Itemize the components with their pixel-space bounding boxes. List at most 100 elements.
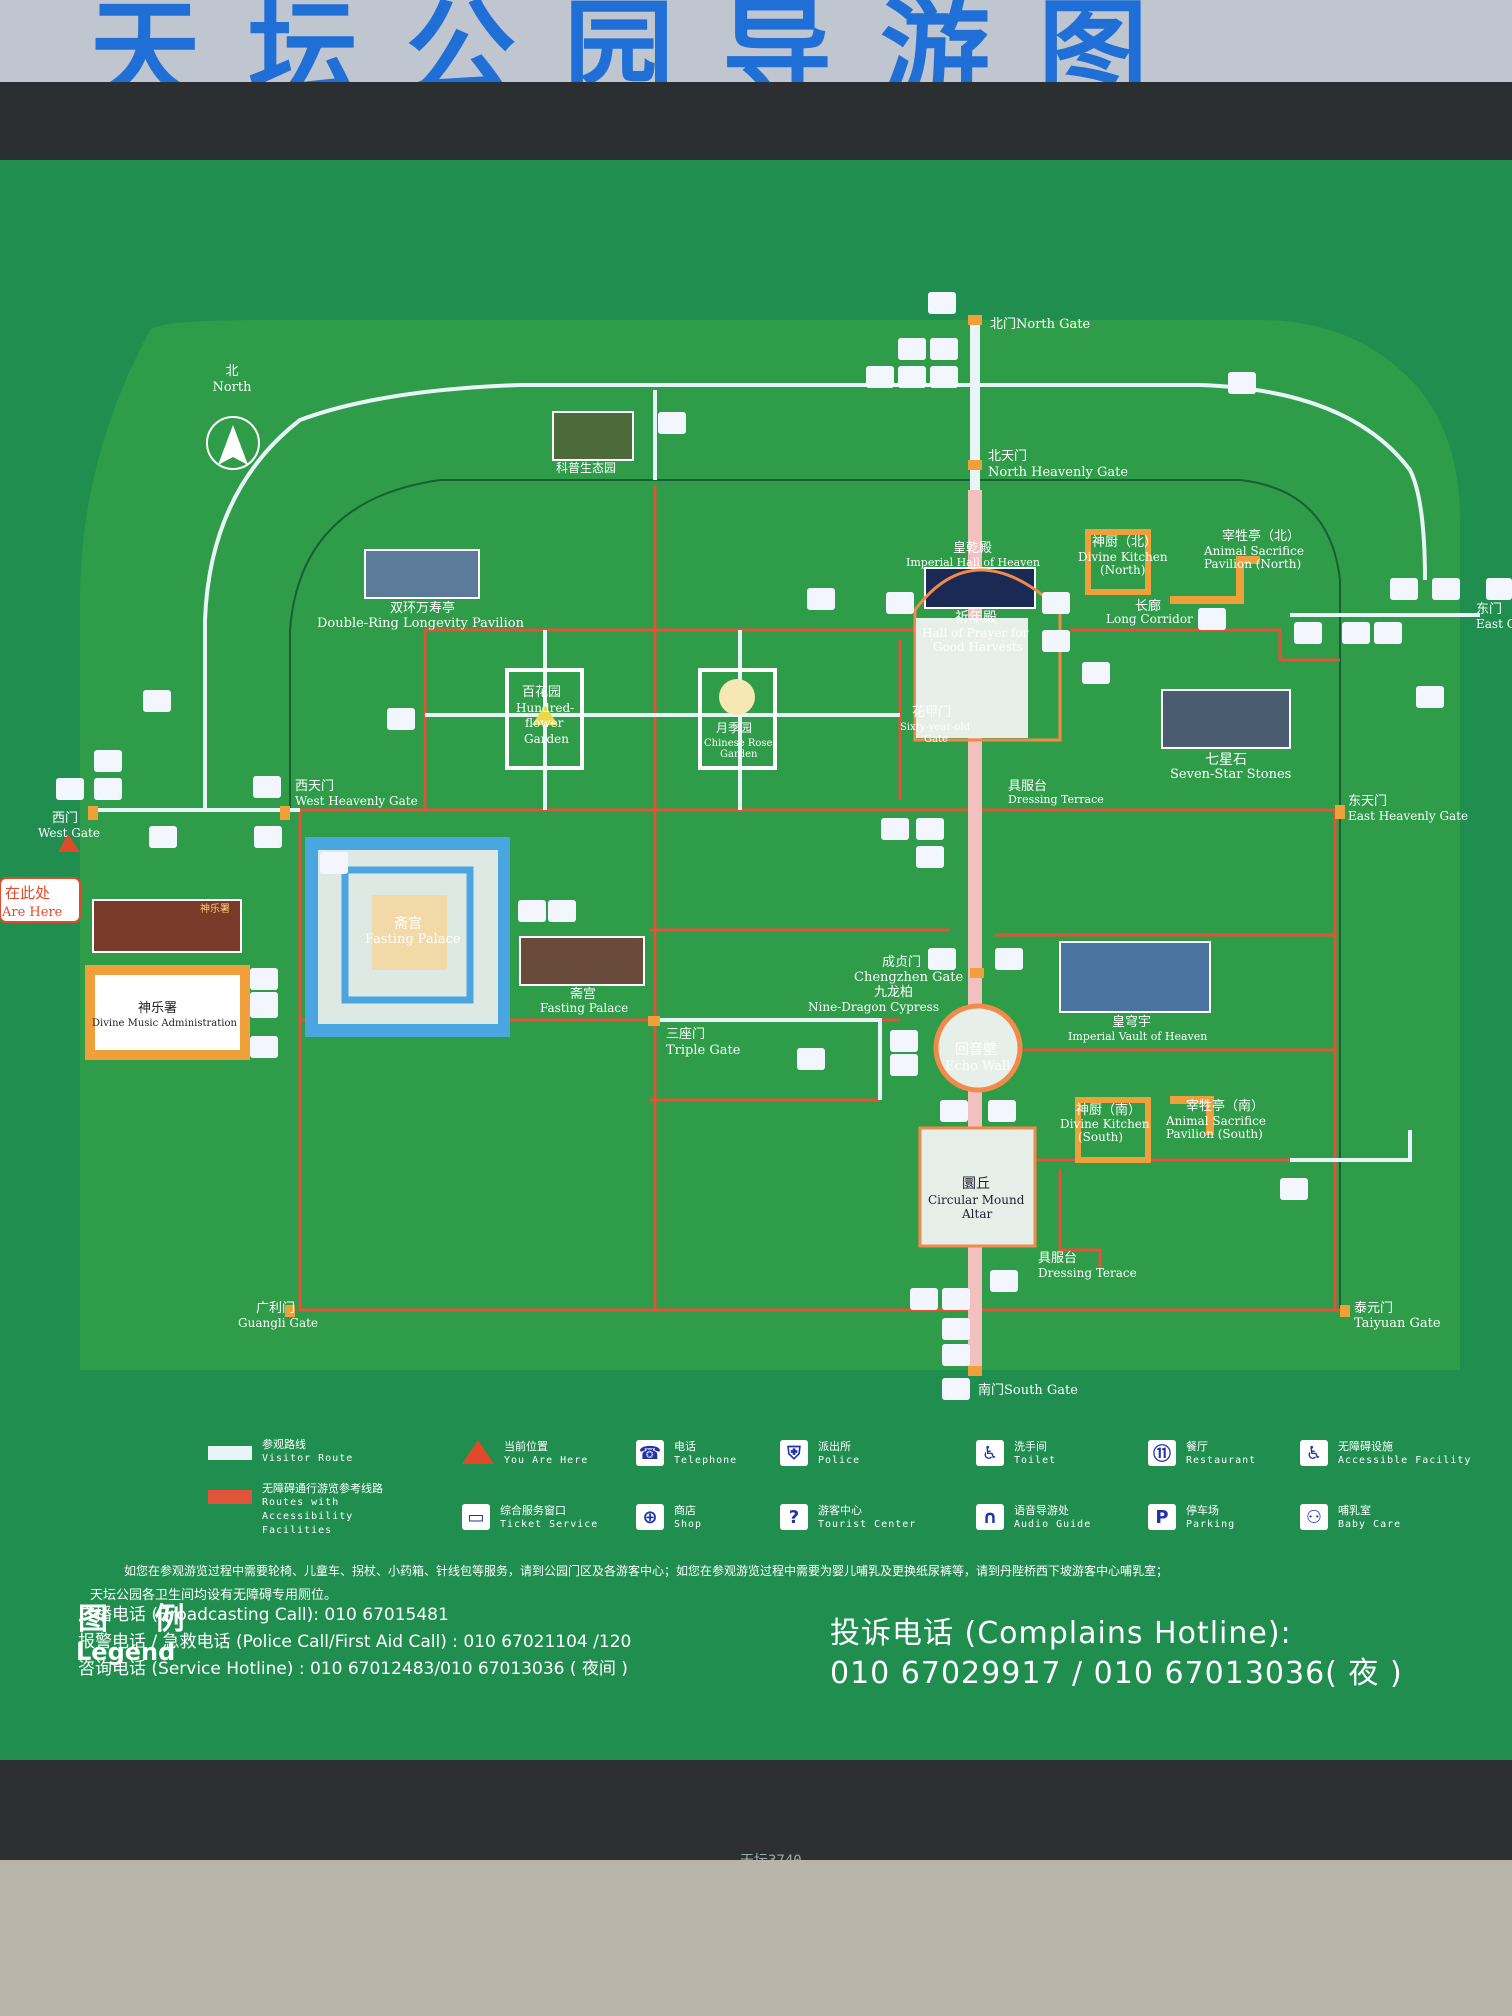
you-are-here-callout <box>0 877 81 923</box>
you-are-here-en: Are Here <box>1 905 63 920</box>
gate-guangli-cn: 广利门 <box>256 1301 295 1316</box>
echo-wall <box>933 1003 1023 1093</box>
accessible-icon <box>1042 630 1070 652</box>
inner-wall <box>289 479 1341 1310</box>
gate-huajia-en-1: Sixty-year-old <box>900 722 971 733</box>
kitchen-north-en-2: (North) <box>1100 563 1145 577</box>
shop-icon <box>254 826 282 848</box>
parking-icon <box>1416 686 1444 708</box>
legend-label-cn: 语音导游处 <box>1014 1504 1069 1517</box>
gate-huajia-cn: 花甲门 <box>912 704 951 720</box>
sacrifice-north-en-1: Animal Sacrifice <box>1203 544 1304 558</box>
echo-wall-cn: 回音壁 <box>955 1041 997 1058</box>
dressing-north-en: Dressing Terrace <box>1008 793 1104 806</box>
accessible-icon <box>250 996 278 1018</box>
toilet-icon <box>942 1318 970 1340</box>
legend-label-cn: 派出所 <box>818 1440 851 1453</box>
cypress-en: Nine-Dragon Cypress <box>808 1000 939 1014</box>
legend-label-en: Routes with Accessibility Facilities <box>262 1497 354 1536</box>
music-photo-label: 神乐署 <box>200 902 230 915</box>
fasting-inner-moat <box>341 866 474 1004</box>
telephone-icon <box>250 968 278 990</box>
legend-label-cn: 参观路线 <box>262 1438 306 1451</box>
toilet-icon: ♿ <box>976 1440 1004 1466</box>
kitchen-south-cn: 神厨（南） <box>1076 1102 1141 1118</box>
legend-you-are-here: 当前位置 You Are Here <box>462 1440 588 1468</box>
toilet-icon <box>807 588 835 610</box>
prayer-hall-en-2: Good Harvests <box>933 640 1023 654</box>
gate-east-heavenly-cn: 东天门 <box>1348 794 1387 809</box>
gate-west-cn: 西门 <box>52 811 78 826</box>
legend-label-cn: 停车场 <box>1186 1504 1219 1517</box>
gate-north-heavenly-cn: 北天门 <box>988 449 1027 464</box>
legend-label-en: Telephone <box>674 1455 738 1466</box>
legend-label-cn: 当前位置 <box>504 1440 548 1453</box>
ticket-icon <box>942 1378 970 1400</box>
legend-label-cn: 游客中心 <box>818 1504 862 1517</box>
restaurant-icon: ⑪ <box>1148 1440 1176 1466</box>
restaurant-icon <box>253 776 281 798</box>
shop-icon <box>886 592 914 614</box>
toilet-icon <box>149 826 177 848</box>
toilet-icon <box>658 412 686 434</box>
sign-title: 天坛公园导游图 <box>90 0 1196 86</box>
music-cn: 神乐署 <box>138 1001 177 1016</box>
tourist-center-icon <box>866 366 894 388</box>
music-photo <box>92 899 242 953</box>
gate-huajia-en-2: Gate <box>924 734 948 745</box>
seven-star-cn: 七星石 <box>1205 752 1247 768</box>
kitchen-south-en-1: Divine Kitchen <box>1060 1117 1150 1131</box>
shop-icon: ⊕ <box>636 1504 664 1530</box>
rose-garden <box>698 668 777 770</box>
prayer-hall-photo <box>924 567 1036 609</box>
service-contact: 咨询电话 (Service Hotline) : 010 67012483/01… <box>78 1659 628 1679</box>
rose-en-1: Chinese Rose <box>704 738 773 749</box>
fasting-photo-cn: 斋宫 <box>570 986 596 1002</box>
legend-label-en: Restaurant <box>1186 1455 1257 1466</box>
echo-wall-en: Echo Wall <box>945 1059 1010 1074</box>
legend-title-en: Legend <box>76 1638 176 1666</box>
toilet-icon <box>797 1048 825 1070</box>
prayer-hall-compound <box>916 618 1028 738</box>
dressing-south-cn: 具服台 <box>1038 1251 1077 1266</box>
service-icons <box>56 292 1512 1400</box>
gate-east-heavenly-en: East Heavenly Gate <box>1348 809 1468 823</box>
shop-icon <box>1294 622 1322 644</box>
gate-taiyuan-en: Taiyuan Gate <box>1354 1316 1441 1331</box>
accessible-icon <box>518 900 546 922</box>
gate-east-cn: 东门 <box>1476 602 1502 617</box>
toilet-icon <box>143 690 171 712</box>
legend-label-cn: 电话 <box>674 1440 696 1453</box>
legend-label-cn: 无障碍设施 <box>1338 1440 1393 1453</box>
sacrifice-south-en-2: Pavilion (South) <box>1166 1127 1263 1141</box>
fasting-photo-en: Fasting Palace <box>540 1001 628 1015</box>
toilet-icon <box>1280 1178 1308 1200</box>
hotline-title: 投诉电话 (Complains Hotline): <box>830 1616 1292 1651</box>
gate-north-heavenly-en: North Heavenly Gate <box>988 465 1128 480</box>
toilet-icon <box>387 708 415 730</box>
altar-cn: 圜丘 <box>962 1176 990 1192</box>
kitchen-north-cn: 神厨（北） <box>1092 535 1157 550</box>
legend-label-en: Police <box>818 1455 861 1466</box>
toilet-icon <box>1228 372 1256 394</box>
baby-care-icon: ⚇ <box>1300 1504 1328 1530</box>
ecology-photo <box>552 411 634 461</box>
double-ring-cn: 双环万寿亭 <box>390 600 455 616</box>
vault-cn: 皇穹宇 <box>1112 1014 1151 1030</box>
rose-en-2: Garden <box>720 749 758 760</box>
ticket-icon <box>942 1288 970 1310</box>
double-ring-en: Double-Ring Longevity Pavilion <box>317 616 525 631</box>
legend-label-en: Accessible Facility <box>1338 1455 1472 1466</box>
legend-label-cn: 综合服务窗口 <box>500 1504 566 1517</box>
gate-west-heavenly-cn: 西天门 <box>295 779 334 794</box>
legend-label-en: You Are Here <box>504 1455 589 1466</box>
audio-guide-icon <box>1390 578 1418 600</box>
gate-guangli-en: Guangli Gate <box>238 1316 318 1330</box>
compass-icon <box>206 416 260 470</box>
imperial-hall-cn: 皇乾殿 <box>953 541 992 556</box>
